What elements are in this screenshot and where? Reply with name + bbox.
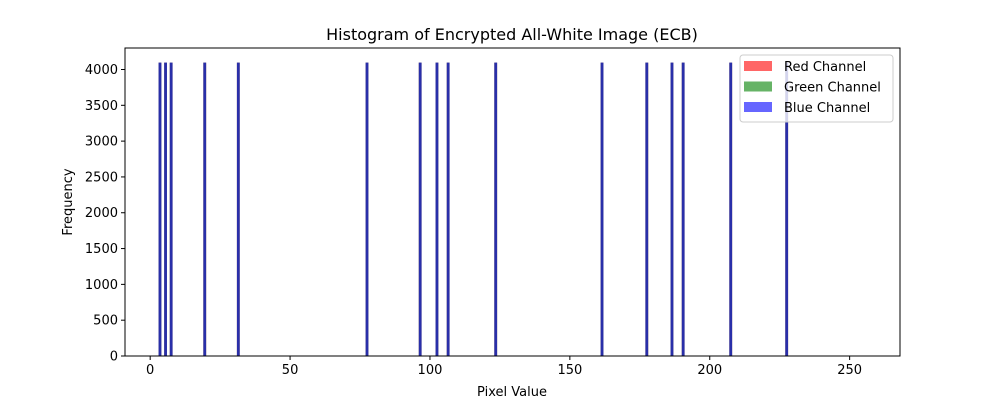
plot-frame [124, 47, 901, 357]
bar-blue-channel-186 [670, 62, 674, 357]
x-axis-label: Pixel Value [477, 385, 547, 400]
y-tick-label: 4000 [85, 63, 118, 78]
legend-box [739, 54, 894, 123]
x-tick-label: 150 [557, 363, 582, 378]
bar-blue-channel-102 [435, 62, 439, 357]
y-tick-label: 2500 [85, 170, 118, 185]
x-tick-label: 100 [418, 363, 443, 378]
bars-group [158, 62, 789, 357]
legend-label: Blue Channel [784, 101, 870, 116]
bar-blue-channel-190 [681, 62, 685, 357]
bar-blue-channel-19 [203, 62, 207, 357]
bar-blue-channel-123 [494, 62, 498, 357]
x-tick-label: 200 [697, 363, 722, 378]
bar-blue-channel-31 [236, 62, 240, 357]
legend-swatch [744, 81, 772, 92]
x-tick-label: 250 [837, 363, 862, 378]
legend-swatch [744, 61, 772, 71]
y-tick-label: 1000 [85, 278, 118, 293]
y-tick-label: 1500 [85, 242, 118, 257]
y-tick-label: 0 [110, 350, 118, 365]
bar-blue-channel-106 [446, 62, 450, 357]
bar-blue-channel-161 [600, 62, 604, 357]
x-tick-label: 50 [282, 363, 299, 378]
x-tick-label: 0 [146, 363, 154, 378]
bar-blue-channel-5 [164, 62, 167, 357]
y-tick-label: 2000 [85, 206, 118, 221]
chart-title: Histogram of Encrypted All-White Image (… [326, 25, 698, 44]
bar-blue-channel-227 [785, 62, 789, 357]
bar-blue-channel-7 [169, 62, 173, 357]
x-axis-ticks: 0 50 100 150 200 250 [146, 356, 862, 378]
bar-blue-channel-77 [365, 62, 369, 357]
y-axis-label: Frequency [61, 168, 76, 235]
legend-label: Green Channel [784, 81, 881, 96]
legend-swatch [744, 102, 772, 112]
y-axis-ticks: 0 500 1000 1500 2000 2500 3000 3500 4000 [85, 63, 125, 365]
bar-blue-channel-177 [645, 62, 649, 357]
y-tick-label: 3500 [85, 99, 118, 114]
bar-blue-channel-3 [158, 62, 162, 357]
y-tick-label: 500 [93, 314, 118, 329]
legend-label: Red Channel [784, 60, 866, 75]
y-tick-label: 3000 [85, 135, 118, 150]
bar-blue-channel-207 [729, 62, 733, 357]
bar-blue-channel-96 [418, 62, 422, 357]
